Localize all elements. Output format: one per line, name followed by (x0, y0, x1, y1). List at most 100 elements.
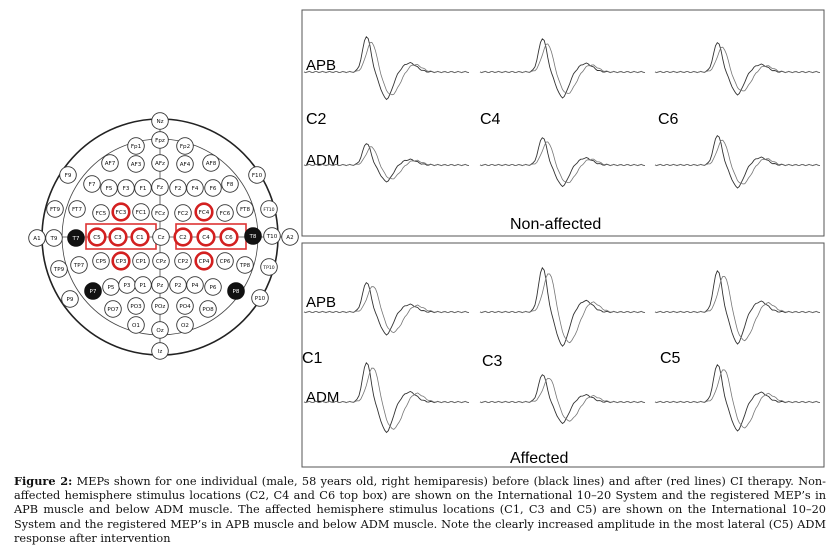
electrode-circle (67, 229, 85, 247)
electrode-f7: F7 (83, 175, 101, 193)
electrode-circle (83, 175, 101, 193)
electrode-af4: AF4 (176, 155, 194, 173)
electrode-label: P4 (192, 283, 199, 289)
electrode-label: F8 (227, 182, 234, 188)
electrode-p8: P8 (227, 282, 245, 300)
electrode-label: P7 (90, 289, 97, 295)
electrode-circle (176, 155, 194, 173)
electrode-circle (151, 154, 169, 172)
electrode-circle (248, 166, 266, 184)
top-adm-label: ADM (306, 152, 339, 169)
electrode-label: AFz (155, 161, 165, 167)
electrode-label: P2 (175, 283, 182, 289)
electrode-circle (61, 290, 79, 308)
electrode-cp2: CP2 (174, 252, 192, 270)
electrode-circle (87, 227, 107, 247)
electrode-cp3: CP3 (111, 251, 131, 271)
electrode-label: C5 (93, 235, 101, 241)
electrode-label: Cz (158, 235, 165, 241)
electrode-label: C3 (114, 235, 122, 241)
electrode-label: TP8 (239, 263, 251, 269)
electrode-label: FC6 (220, 211, 231, 217)
mep-trace-bottom-apb-post-0 (303, 286, 470, 334)
bottom-location-c5: C5 (660, 350, 681, 367)
electrode-label: AF7 (105, 161, 116, 167)
bottom-panel-border (301, 242, 825, 468)
electrode-circle (132, 252, 150, 270)
electrode-o2: O2 (176, 316, 194, 334)
electrode-cpz: CPz (152, 252, 170, 270)
electrode-circle (263, 227, 281, 245)
mep-trace-bottom-adm-post-0 (303, 367, 470, 430)
electrode-label: F10 (252, 173, 263, 179)
electrode-circle (127, 316, 145, 334)
electrode-circle (176, 297, 194, 315)
electrode-poz: POz (151, 297, 169, 315)
electrode-label: CP3 (116, 259, 127, 265)
electrode-circle (152, 252, 170, 270)
electrode-label: CP5 (96, 259, 107, 265)
electrode-af3: AF3 (127, 155, 145, 173)
electrode-tp10: TP10 (260, 258, 278, 276)
electrode-afz: AFz (151, 154, 169, 172)
electrode-cp4: CP4 (194, 251, 214, 271)
electrode-circle (70, 256, 88, 274)
mep-trace-top-adm-post-1 (479, 141, 646, 184)
electrode-label: FCz (155, 211, 165, 217)
electrode-p10: P10 (251, 289, 269, 307)
electrode-label: Iz (158, 349, 163, 355)
electrode-circle (219, 227, 239, 247)
electrode-circle (194, 202, 214, 222)
electrode-f1: F1 (134, 179, 152, 197)
mep-trace-top-adm-post-2 (654, 139, 821, 185)
mep-trace-top-apb-post-0 (303, 41, 470, 96)
electrode-o1: O1 (127, 316, 145, 334)
electrode-circle (134, 179, 152, 197)
electrode-circle (130, 227, 150, 247)
electrode-fc5: FC5 (92, 204, 110, 222)
top-location-c4: C4 (480, 111, 501, 128)
electrode-circle (174, 252, 192, 270)
electrode-circle (236, 256, 254, 274)
electrode-label: FT10 (263, 207, 274, 213)
electrode-circle (196, 227, 216, 247)
electrode-circle (151, 131, 169, 149)
electrode-label: FC3 (116, 210, 127, 216)
electrode-ft9: FT9 (46, 200, 64, 218)
electrode-label: C2 (179, 235, 186, 241)
electrode-t7: T7 (67, 229, 85, 247)
electrode-po3: PO3 (127, 297, 145, 315)
mep-trace-top-adm-post-0 (303, 146, 470, 180)
electrode-label: C6 (225, 235, 233, 241)
electrode-c4: C4 (196, 227, 216, 247)
electrode-label: P6 (210, 285, 217, 291)
mep-trace-bottom-adm-post-1 (479, 377, 646, 422)
electrode-a2: A2 (281, 228, 299, 246)
electrode-f4: F4 (186, 179, 204, 197)
electrode-f8: F8 (221, 175, 239, 193)
electrode-fc6: FC6 (216, 204, 234, 222)
electrode-label: FT8 (240, 207, 251, 213)
electrode-f3: F3 (117, 179, 135, 197)
electrode-fc4: FC4 (194, 202, 214, 222)
electrode-label: O2 (181, 323, 189, 329)
electrode-circle (127, 155, 145, 173)
electrode-circle (260, 200, 278, 218)
electrode-label: T9 (50, 236, 58, 242)
electrode-circle (176, 137, 194, 155)
electrode-af8: AF8 (202, 154, 220, 172)
electrode-label: CP2 (178, 259, 189, 265)
electrode-label: O1 (132, 323, 140, 329)
electrode-label: AF3 (131, 162, 142, 168)
electrode-a1: A1 (28, 229, 46, 247)
electrode-t9: T9 (45, 229, 63, 247)
electrode-c5: C5 (87, 227, 107, 247)
electrode-circle (174, 204, 192, 222)
electrode-circle (216, 204, 234, 222)
electrode-p3: P3 (118, 276, 136, 294)
electrode-fp1: Fp1 (127, 137, 145, 155)
electrode-p9: P9 (61, 290, 79, 308)
electrode-circle (101, 154, 119, 172)
electrode-circle (281, 228, 299, 246)
